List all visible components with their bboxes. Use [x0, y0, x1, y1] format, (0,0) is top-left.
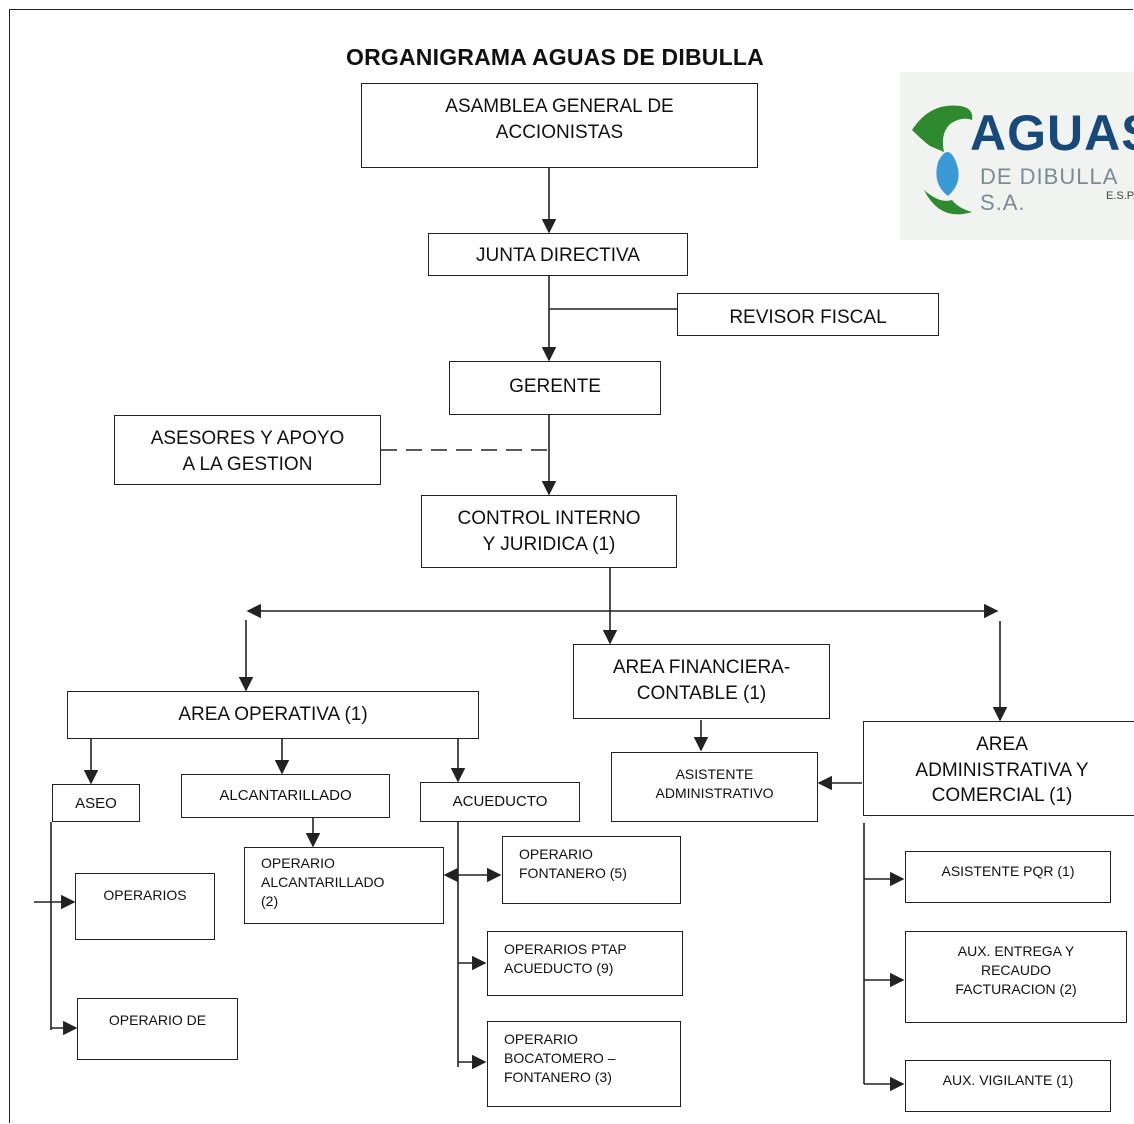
node-label: ASESORES Y APOYO A LA GESTION: [150, 428, 345, 475]
node-aux-vigilante: AUX. VIGILANTE (1): [905, 1060, 1111, 1112]
node-aux-entrega: AUX. ENTREGA Y RECAUDO FACTURACION (2): [905, 931, 1127, 1023]
node-label: OPERARIO ALCANTARILLADO (2): [261, 855, 385, 909]
node-junta-directiva: JUNTA DIRECTIVA: [428, 233, 688, 276]
node-operario-bocatomero: OPERARIO BOCATOMERO – FONTANERO (3): [487, 1021, 681, 1107]
node-asistente-administrativo: ASISTENTE ADMINISTRATIVO: [611, 752, 818, 822]
node-label: ALCANTARILLADO: [219, 787, 352, 804]
node-label: AREA ADMINISTRATIVA Y COMERCIAL (1): [915, 734, 1089, 807]
node-label: ASISTENTE ADMINISTRATIVO: [655, 766, 774, 801]
page-title: ORGANIGRAMA AGUAS DE DIBULLA: [346, 44, 764, 70]
node-asistente-pqr: ASISTENTE PQR (1): [905, 851, 1111, 903]
node-area-financiera: AREA FINANCIERA- CONTABLE (1): [573, 644, 830, 719]
node-operario-de: OPERARIO DE: [77, 998, 238, 1060]
node-label: ACUEDUCTO: [452, 793, 548, 810]
node-area-administrativa: AREA ADMINISTRATIVA Y COMERCIAL (1): [863, 721, 1134, 816]
node-label: OPERARIOS: [103, 887, 187, 903]
node-label: OPERARIO FONTANERO (5): [519, 846, 627, 881]
node-aseo: ASEO: [52, 784, 140, 822]
node-label: AUX. ENTREGA Y RECAUDO FACTURACION (2): [955, 943, 1077, 997]
logo-word: AGUAS: [970, 105, 1134, 161]
node-asesores: ASESORES Y APOYO A LA GESTION: [114, 415, 381, 485]
node-operarios-ptap: OPERARIOS PTAP ACUEDUCTO (9): [487, 931, 683, 996]
node-revisor-fiscal: REVISOR FISCAL: [677, 293, 939, 336]
company-logo: AGUAS DE DIBULLA S.A. E.S.P.: [900, 72, 1134, 240]
node-label: AUX. VIGILANTE (1): [942, 1072, 1074, 1088]
node-area-operativa: AREA OPERATIVA (1): [67, 691, 479, 739]
node-label: OPERARIO BOCATOMERO – FONTANERO (3): [504, 1031, 616, 1085]
node-label: ASAMBLEA GENERAL DE ACCIONISTAS: [445, 96, 674, 143]
node-operario-alcantarillado: OPERARIO ALCANTARILLADO (2): [244, 847, 444, 924]
logo-subtitle: DE DIBULLA S.A.: [980, 164, 1118, 215]
lizard-drop-icon: [912, 105, 973, 215]
node-label: ASISTENTE PQR (1): [941, 863, 1075, 879]
node-label: JUNTA DIRECTIVA: [476, 245, 640, 266]
node-alcantarillado: ALCANTARILLADO: [181, 774, 390, 818]
node-label: OPERARIO DE: [108, 1012, 207, 1028]
node-label: AREA OPERATIVA (1): [178, 704, 368, 725]
node-label: AREA FINANCIERA- CONTABLE (1): [612, 657, 791, 704]
node-label: GERENTE: [509, 376, 601, 397]
node-asamblea: ASAMBLEA GENERAL DE ACCIONISTAS: [361, 83, 758, 168]
node-control-interno: CONTROL INTERNO Y JURIDICA (1): [421, 495, 677, 568]
node-gerente: GERENTE: [449, 361, 661, 415]
node-label: REVISOR FISCAL: [729, 307, 887, 328]
node-acueducto: ACUEDUCTO: [420, 782, 580, 822]
diagram-frame: [9, 9, 1133, 1123]
node-operario-fontanero: OPERARIO FONTANERO (5): [502, 836, 681, 904]
node-label: OPERARIOS PTAP ACUEDUCTO (9): [504, 941, 627, 976]
logo-esp: E.S.P.: [1106, 190, 1134, 202]
node-operarios: OPERARIOS: [75, 873, 215, 940]
node-label: CONTROL INTERNO Y JURIDICA (1): [457, 508, 641, 555]
node-label: ASEO: [75, 795, 117, 812]
